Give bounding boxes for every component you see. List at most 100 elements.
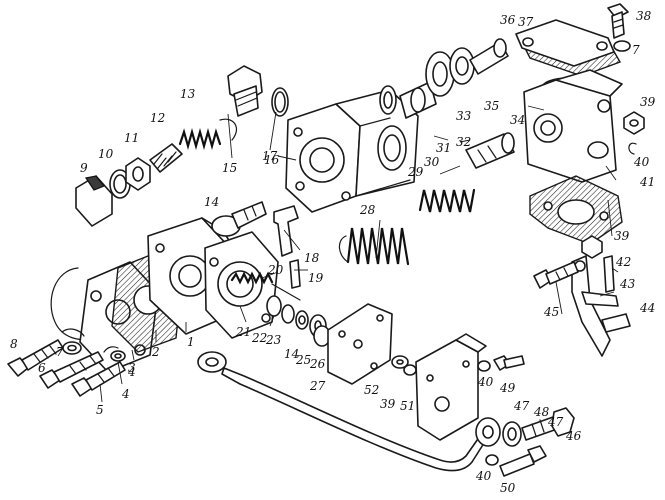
rod-end — [493, 38, 507, 58]
part-40-washer-b — [477, 360, 491, 372]
spring-13-end — [219, 118, 237, 141]
stem-rod — [271, 283, 301, 301]
part-28-spring — [346, 227, 410, 266]
sleeve-lines — [477, 145, 497, 163]
upper-right-housing-group — [515, 3, 645, 183]
callout-43: 43 — [619, 277, 636, 291]
callout-4: 4 — [121, 387, 130, 401]
callout-39c: 39 — [380, 397, 396, 411]
callout-37: 37 — [518, 15, 534, 29]
callout-40b: 40 — [477, 375, 494, 389]
callout-34: 34 — [510, 113, 525, 127]
callout-29: 29 — [407, 165, 424, 179]
part-18-bracket — [273, 205, 299, 257]
cover-hole — [338, 330, 346, 338]
callout-49: 49 — [499, 381, 516, 395]
part-40-washer — [628, 142, 637, 155]
callout-52: 52 — [364, 383, 379, 397]
cover-port — [434, 396, 450, 412]
callout-28: 28 — [359, 203, 376, 217]
oring-inner — [274, 91, 286, 113]
callout-21: 21 — [235, 325, 251, 339]
cover-hole — [426, 374, 434, 382]
mounting-flange-group — [50, 217, 279, 373]
callout-50: 50 — [500, 481, 516, 495]
callout-10: 10 — [98, 147, 114, 161]
plate-hole — [90, 290, 102, 302]
ring-inner — [113, 174, 127, 194]
callout-39b: 39 — [614, 229, 630, 243]
callout-33: 33 — [456, 109, 472, 123]
part-46-bolt — [521, 407, 575, 441]
part-38-bolt — [607, 3, 629, 39]
callout-6: 6 — [38, 361, 46, 375]
cover-hole — [462, 360, 470, 368]
part-42-pin — [603, 255, 615, 293]
shaft-collar — [410, 87, 426, 113]
part-39-washer-lower — [403, 364, 417, 376]
callout-14: 14 — [204, 195, 219, 209]
callout-35: 35 — [484, 99, 499, 113]
cover-hole — [353, 339, 363, 349]
part-7-washer-upper — [613, 40, 631, 52]
washer-hole — [298, 315, 306, 325]
cover-side — [455, 333, 487, 353]
part-51-cover — [415, 339, 479, 441]
washer-hole — [114, 353, 122, 359]
cover-hole — [522, 37, 534, 47]
callout-40: 40 — [633, 155, 650, 169]
spring-28-end — [338, 235, 349, 263]
callout-25: 25 — [295, 353, 311, 367]
washer-hole — [396, 359, 404, 365]
part-22-washer — [266, 295, 282, 317]
center-lower-group — [211, 201, 393, 385]
callout-38: 38 — [636, 9, 652, 23]
callout-2: 2 — [151, 345, 160, 359]
callout-20: 20 — [267, 263, 284, 277]
banjo-hole — [482, 425, 494, 439]
callout-16: 16 — [264, 153, 280, 167]
adjuster-stack-group — [75, 65, 289, 227]
body-hole — [209, 257, 219, 267]
leader-lines — [99, 105, 619, 403]
banjo-pipe-group — [197, 351, 575, 477]
callout-41: 41 — [639, 175, 655, 189]
part-36-cover — [515, 19, 615, 67]
callout-27: 27 — [309, 379, 326, 393]
callout-4b: 4 — [127, 365, 136, 379]
callout-31: 31 — [436, 141, 451, 155]
callout-labels: 1 2 3 4 4 5 6 7 7 8 9 10 11 12 13 14 14 … — [10, 9, 656, 495]
banjo-eye-hole — [205, 357, 219, 367]
callout-5: 5 — [96, 403, 104, 417]
callout-15: 15 — [222, 161, 237, 175]
callout-32: 32 — [456, 135, 471, 149]
callout-3: 3 — [128, 361, 136, 375]
body-hole — [261, 313, 271, 323]
washer-hole — [383, 91, 393, 109]
part-23-washer — [281, 304, 295, 324]
cover-hole — [370, 362, 378, 370]
cover-hole — [596, 41, 608, 51]
lower-cover-group — [391, 333, 525, 441]
callout-14b: 14 — [284, 347, 299, 361]
callout-44: 44 — [639, 301, 655, 315]
part-6-bolt — [39, 351, 104, 389]
callout-39: 39 — [640, 95, 656, 109]
cap-slot — [85, 175, 105, 191]
callout-42: 42 — [615, 255, 631, 269]
callout-13: 13 — [180, 87, 196, 101]
part-13-spring — [178, 127, 222, 151]
part-5-bolt — [71, 361, 126, 397]
callout-30: 30 — [424, 155, 440, 169]
washer-hole — [67, 344, 77, 352]
part-39-nut-lever — [581, 235, 603, 259]
housing-port-b — [587, 141, 609, 159]
part-44-pin — [601, 313, 631, 333]
callout-8: 8 — [10, 337, 18, 351]
callout-7b: 7 — [632, 43, 640, 57]
cover-hole — [376, 314, 384, 322]
callout-17: 17 — [262, 149, 278, 163]
callout-19: 19 — [308, 271, 324, 285]
part-19-pin — [289, 259, 301, 289]
housing-bore-inner — [178, 264, 202, 288]
